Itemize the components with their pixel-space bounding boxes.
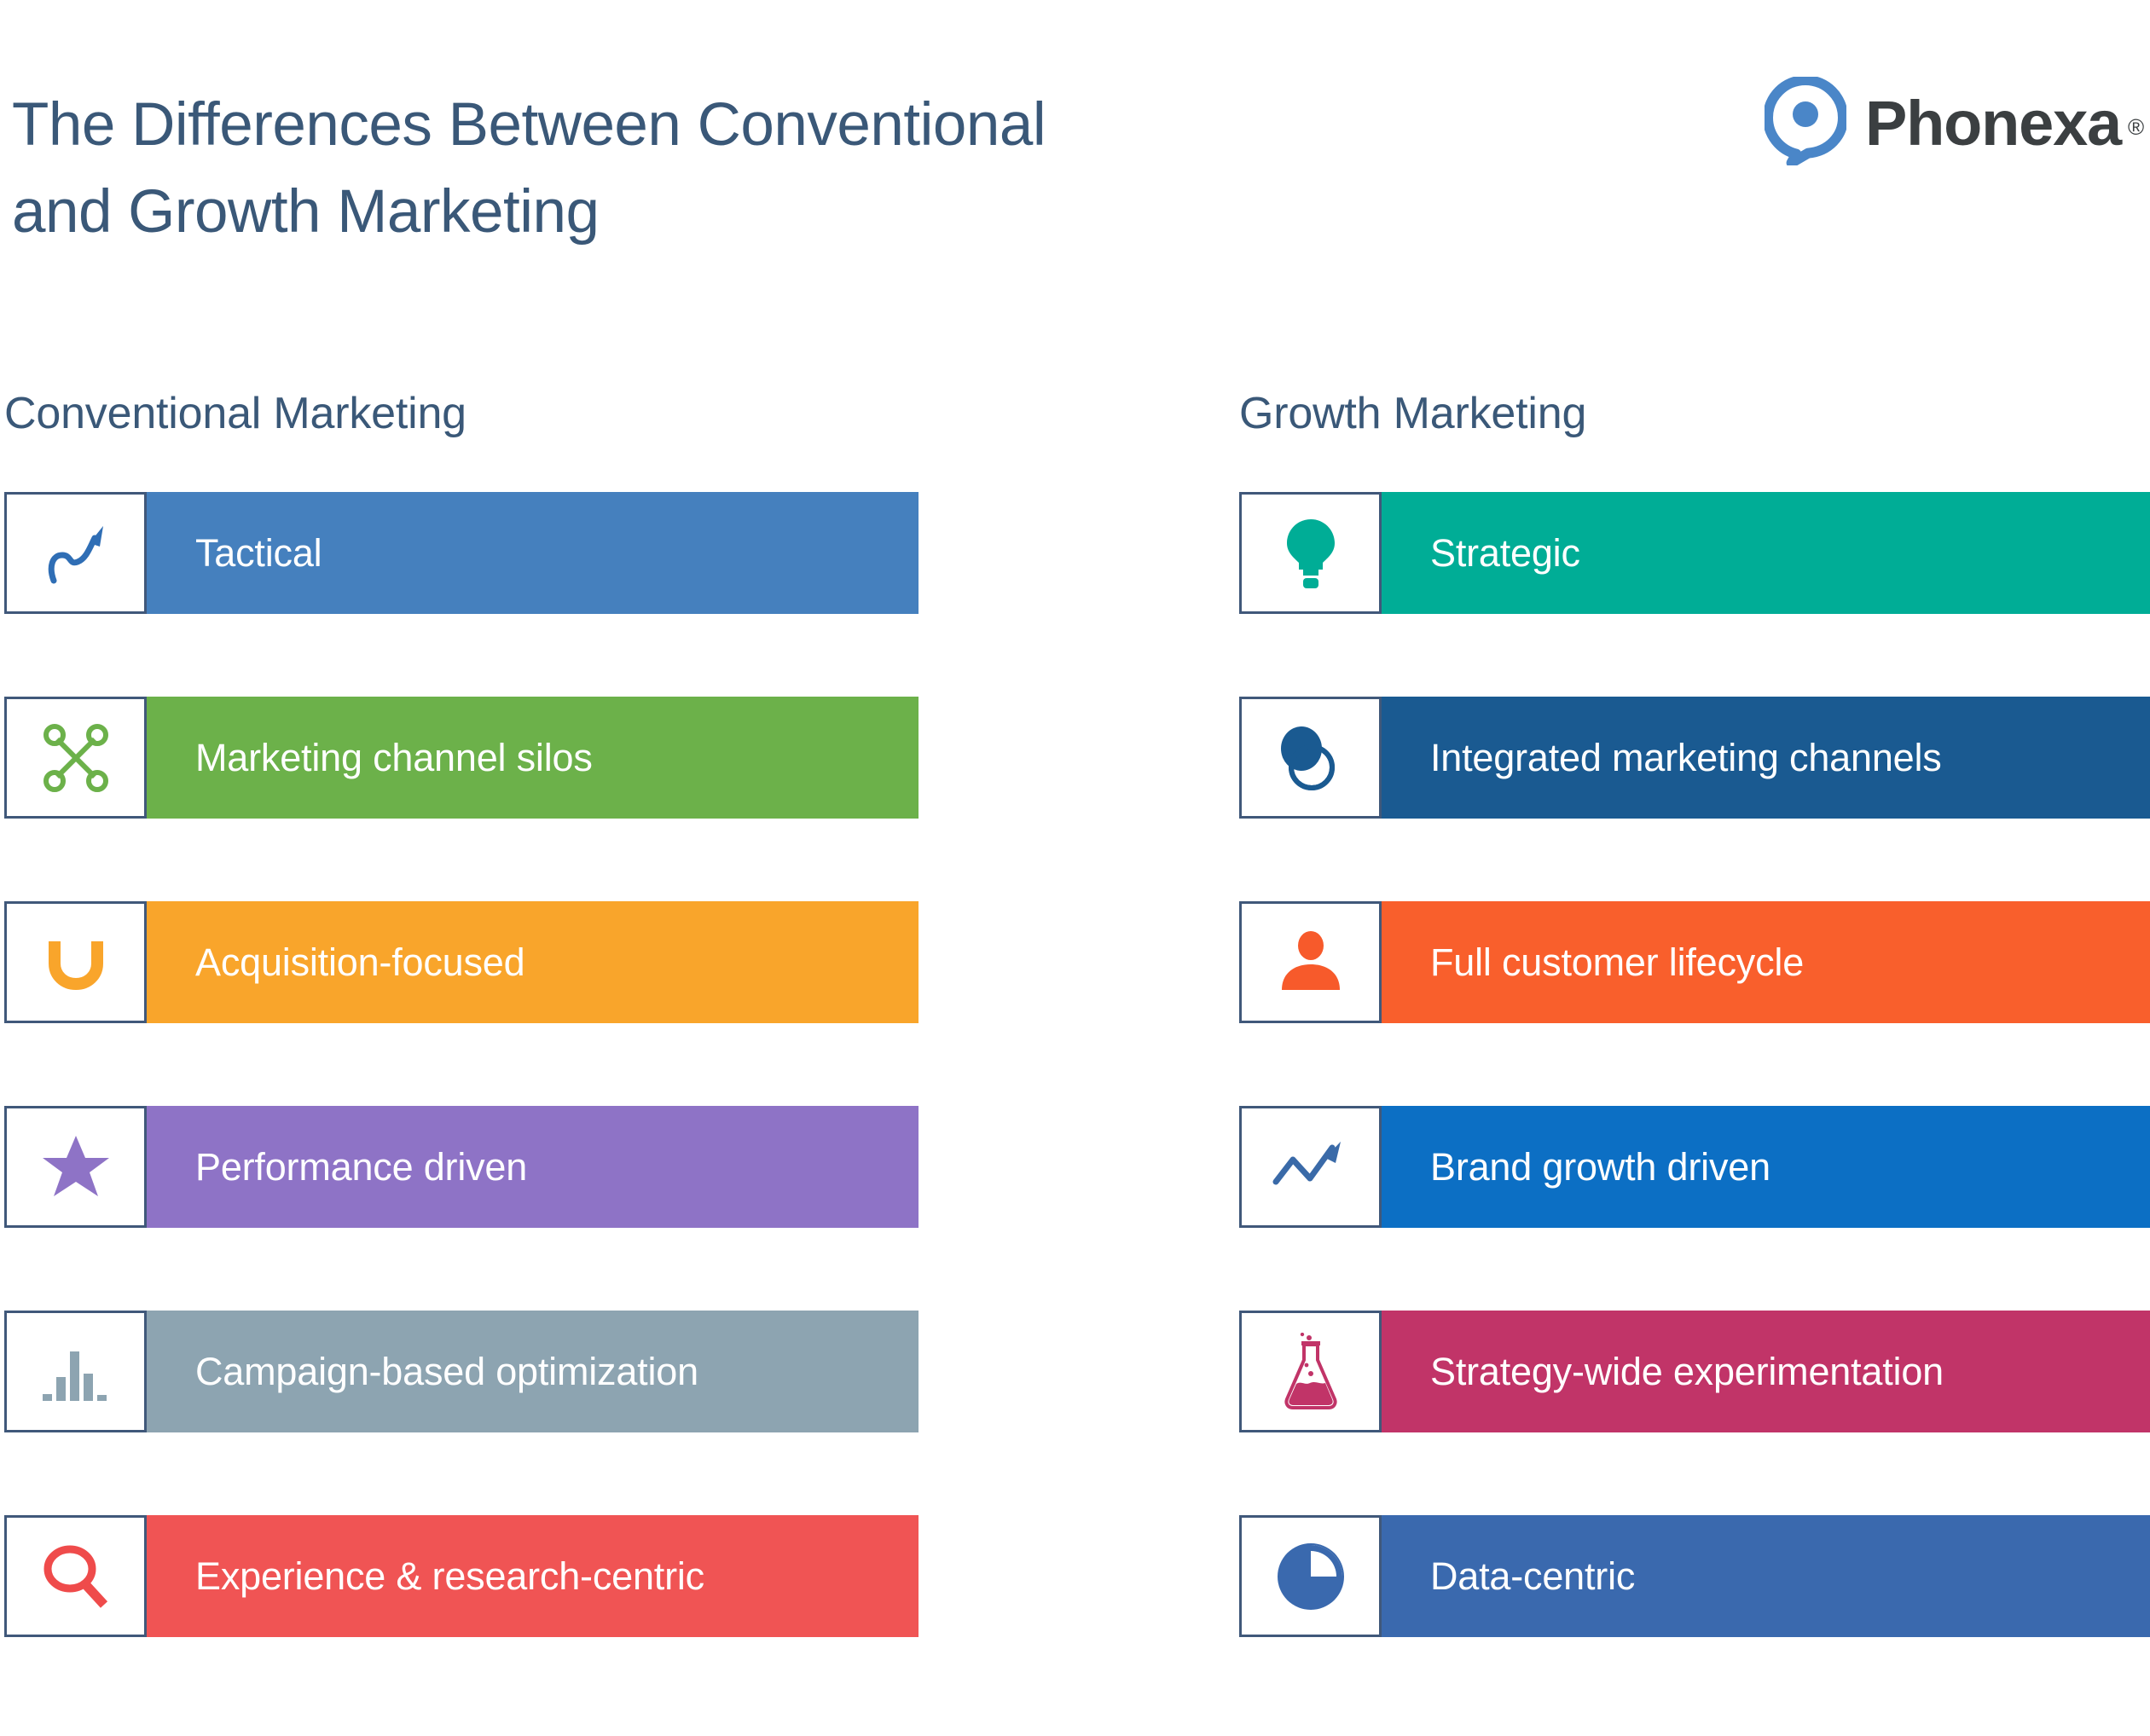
icon-box xyxy=(4,1106,147,1228)
label-bar: Data-centric xyxy=(1379,1515,2150,1637)
icon-box xyxy=(1239,697,1382,819)
label-bar: Performance driven xyxy=(144,1106,919,1228)
row-label: Acquisition-focused xyxy=(195,940,525,984)
column-growth-marketing: Growth Marketing Strategic xyxy=(1239,388,2150,1637)
column-heading: Conventional Marketing xyxy=(4,389,467,438)
label-bar: Acquisition-focused xyxy=(144,901,919,1023)
label-bar: Experience & research-centric xyxy=(144,1515,919,1637)
header: The Differences Between Conventional and… xyxy=(0,0,2150,281)
label-bar: Brand growth driven xyxy=(1379,1106,2150,1228)
row-item: Integrated marketing channels xyxy=(1239,697,2150,819)
icon-box xyxy=(1239,901,1382,1023)
icon-box xyxy=(4,492,147,614)
label-bar: Integrated marketing channels xyxy=(1379,697,2150,819)
row-label: Strategy-wide experimentation xyxy=(1430,1349,1944,1393)
icon-box xyxy=(1239,1106,1382,1228)
icon-box xyxy=(1239,1515,1382,1637)
curved-arrow-up-icon xyxy=(40,518,112,589)
row-label: Strategic xyxy=(1430,530,1580,575)
row-item: Data-centric xyxy=(1239,1515,2150,1637)
icon-box xyxy=(1239,1311,1382,1432)
row-item: Campaign-based optimization xyxy=(4,1311,919,1432)
row-item: Experience & research-centric xyxy=(4,1515,919,1637)
icon-box xyxy=(4,1515,147,1637)
row-label: Tactical xyxy=(195,530,322,575)
trending-up-arrow-icon xyxy=(1272,1139,1349,1195)
icon-box xyxy=(4,697,147,819)
overlapping-circles-icon xyxy=(1273,722,1348,794)
label-bar: Campaign-based optimization xyxy=(144,1311,919,1432)
row-item: Full customer lifecycle xyxy=(1239,901,2150,1023)
registered-trademark-mark: ® xyxy=(2128,113,2144,140)
row-label: Data-centric xyxy=(1430,1554,1636,1598)
row-item: Performance driven xyxy=(4,1106,919,1228)
row-item: Strategy-wide experimentation xyxy=(1239,1311,2150,1432)
column-conventional-marketing: Conventional Marketing Tactical xyxy=(4,388,919,1637)
flask-icon xyxy=(1281,1332,1341,1411)
lightbulb-icon xyxy=(1284,517,1337,590)
row-item: Marketing channel silos xyxy=(4,697,919,819)
label-bar: Strategic xyxy=(1379,492,2150,614)
row-label: Brand growth driven xyxy=(1430,1144,1770,1189)
magnifying-glass-icon xyxy=(41,1542,111,1612)
column-heading: Growth Marketing xyxy=(1239,389,1587,438)
logo-wordmark-text: Phonexa xyxy=(1864,87,2122,159)
row-item: Tactical xyxy=(4,492,919,614)
bar-chart-icon xyxy=(40,1340,112,1404)
row-item: Strategic xyxy=(1239,492,2150,614)
magnet-icon xyxy=(43,929,109,996)
page-title: The Differences Between Conventional and… xyxy=(12,91,1046,246)
icon-box xyxy=(4,1311,147,1432)
row-list: Strategic Integrated marketing channels xyxy=(1239,492,2150,1637)
row-label: Performance driven xyxy=(195,1144,528,1189)
label-bar: Tactical xyxy=(144,492,919,614)
icon-box xyxy=(4,901,147,1023)
row-label: Full customer lifecycle xyxy=(1430,940,1805,984)
icon-box xyxy=(1239,492,1382,614)
row-item: Brand growth driven xyxy=(1239,1106,2150,1228)
speech-bubble-pin-icon xyxy=(1762,75,1848,170)
network-nodes-x-icon xyxy=(40,722,112,794)
label-bar: Marketing channel silos xyxy=(144,697,919,819)
row-list: Tactical xyxy=(4,492,919,1637)
logo-wordmark: Phonexa® xyxy=(1865,91,2144,155)
row-label: Experience & research-centric xyxy=(195,1554,704,1598)
label-bar: Full customer lifecycle xyxy=(1379,901,2150,1023)
phonexa-logo: Phonexa® xyxy=(1762,75,2144,170)
star-icon xyxy=(39,1132,113,1202)
pie-chart-icon xyxy=(1277,1540,1345,1613)
person-icon xyxy=(1278,929,1344,997)
row-item: Acquisition-focused xyxy=(4,901,919,1023)
row-label: Campaign-based optimization xyxy=(195,1349,698,1393)
label-bar: Strategy-wide experimentation xyxy=(1379,1311,2150,1432)
row-label: Marketing channel silos xyxy=(195,735,593,779)
row-label: Integrated marketing channels xyxy=(1430,735,1942,779)
